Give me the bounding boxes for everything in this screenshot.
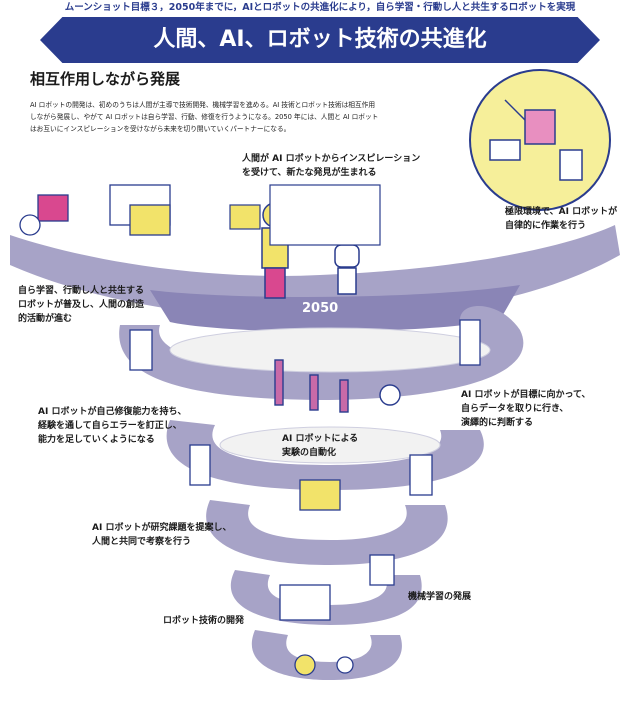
title-banner: 人間、AI、ロボット技術の共進化 bbox=[40, 17, 600, 63]
caption-automation: AI ロボットによる 実験の自動化 bbox=[282, 432, 358, 460]
intro-text: AI ロボットの開発は、初めのうちは人間が主導で技術開発、機械学習を進める。AI… bbox=[30, 99, 430, 135]
caption-line: 機械学習の発展 bbox=[408, 592, 472, 602]
presentation-board bbox=[229, 184, 381, 246]
caption-line: AI ロボットが研究課題を提案し、 bbox=[92, 523, 232, 533]
caption-inspiration: 人間が AI ロボットからインスピレーション を受けて、新たな発見が生まれる bbox=[242, 152, 420, 180]
caption-line: 実験の自動化 bbox=[282, 448, 337, 458]
caption-research-proposal: AI ロボットが研究課題を提案し、 人間と共同で考察を行う bbox=[92, 521, 231, 549]
caption-line: ロボットが普及し、人間の創造 bbox=[18, 300, 145, 310]
caption-robot-development: ロボット技術の開発 bbox=[163, 614, 244, 628]
caption-line: AI ロボットによる bbox=[282, 434, 359, 444]
caption-line: 演繹的に判断する bbox=[461, 418, 534, 428]
caption-goal-driven: AI ロボットが目標に向かって、 自らデータを取りに行き、 演繹的に判断する bbox=[461, 388, 591, 430]
caption-line: 自ら学習、行動し人と共生する bbox=[18, 286, 145, 296]
subtitle: ムーンショット目標３，2050年までに，AIとロボットの共進化により，自ら学習・… bbox=[64, 2, 576, 13]
caption-extreme-environment: 極限環境で、AI ロボットが 自律的に作業を行う bbox=[505, 205, 617, 233]
caption-line: 能力を足していくようになる bbox=[38, 435, 155, 445]
spiral-ring-2 bbox=[166, 420, 484, 490]
inner-surface bbox=[169, 327, 491, 373]
caption-line: 自らデータを取りに行き、 bbox=[461, 404, 569, 414]
section-heading: 相互作用しながら発展 bbox=[30, 70, 181, 88]
year-2050-label: 2050 bbox=[302, 301, 339, 316]
spiral-platform-2050 bbox=[150, 285, 520, 332]
caption-line: AI ロボットが自己修復能力を持ち、 bbox=[38, 407, 187, 417]
bottom-figures bbox=[279, 554, 395, 676]
caption-line: を受けて、新たな発見が生まれる bbox=[242, 168, 377, 178]
moon-robots bbox=[489, 99, 583, 181]
caption-line: 経験を通して自らエラーを訂正し、 bbox=[38, 421, 182, 431]
caption-line: 人間と共同で考察を行う bbox=[92, 537, 192, 547]
caption-line: 自律的に作業を行う bbox=[505, 221, 587, 231]
intro-line: しながら発展し、やがて AI ロボットは自ら学習、行動、修復を行うようになる。2… bbox=[30, 113, 379, 121]
top-left-workshop bbox=[19, 184, 171, 236]
caption-line: 的活動が進む bbox=[18, 314, 73, 324]
caption-symbiosis: 自ら学習、行動し人と共生する ロボットが普及し、人間の創造 的活動が進む bbox=[18, 284, 144, 326]
central-robot bbox=[334, 244, 360, 295]
spiral-ring-3 bbox=[206, 500, 448, 565]
spiral-ring-4 bbox=[230, 570, 422, 625]
caption-line: 極限環境で、AI ロボットが bbox=[505, 207, 618, 217]
spiral-ring-1 bbox=[119, 306, 524, 400]
intro-line: AI ロボットの開発は、初めのうちは人間が主導で技術開発、機械学習を進める。AI… bbox=[30, 101, 376, 109]
caption-self-repair: AI ロボットが自己修復能力を持ち、 経験を通して自らエラーを訂正し、 能力を足… bbox=[38, 405, 186, 447]
caption-line: ロボット技術の開発 bbox=[163, 616, 245, 626]
intro-line: はお互いにインスピレーションを受けながら未来を切り開いていくパートナーになる。 bbox=[30, 125, 291, 133]
caption-line: 人間が AI ロボットからインスピレーション bbox=[242, 154, 421, 164]
mid-figures bbox=[129, 319, 481, 511]
caption-machine-learning: 機械学習の発展 bbox=[408, 590, 471, 604]
caption-line: AI ロボットが目標に向かって、 bbox=[461, 390, 591, 400]
spiral-ring-5 bbox=[251, 630, 402, 680]
inner-surface bbox=[219, 426, 441, 464]
lab-robot-arms bbox=[274, 359, 401, 413]
